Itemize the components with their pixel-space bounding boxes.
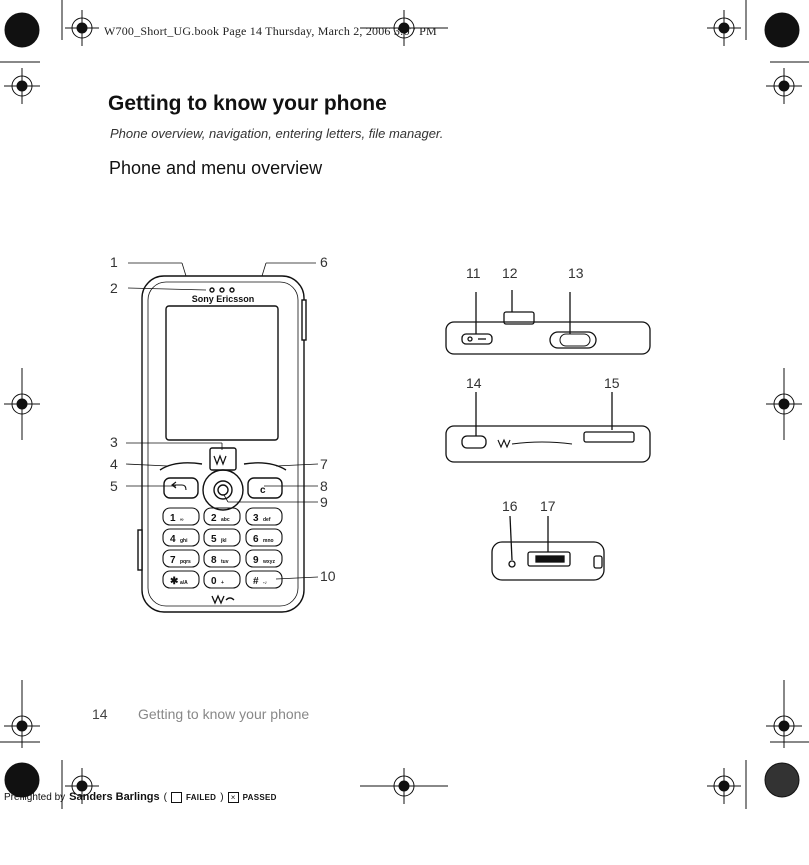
svg-text:def: def (263, 517, 271, 523)
svg-text:+: + (221, 580, 224, 586)
callout-15: 15 (604, 375, 620, 391)
callout-5: 5 (110, 478, 118, 494)
callout-13: 13 (568, 265, 584, 281)
callout-7: 7 (320, 456, 328, 472)
callout-17: 17 (540, 498, 556, 514)
svg-text:wxyz: wxyz (262, 559, 275, 565)
preflight-close-paren: ) (220, 791, 224, 803)
svg-text:abc: abc (221, 517, 230, 523)
svg-text:6: 6 (253, 534, 259, 545)
callout-8: 8 (320, 478, 328, 494)
svg-text:pqrs: pqrs (180, 559, 191, 565)
svg-text:c: c (260, 485, 266, 496)
registration-crosshair-icon (65, 10, 99, 46)
page-title: Getting to know your phone (108, 92, 387, 115)
phone-brand-label: Sony Ericsson (192, 294, 255, 304)
callout-12: 12 (502, 265, 518, 281)
callout-16: 16 (502, 498, 518, 514)
footer-page-number: 14 (92, 706, 108, 722)
svg-text:jkl: jkl (220, 538, 227, 544)
callout-2: 2 (110, 280, 118, 296)
preflight-company: Sanders Barlings (69, 791, 160, 803)
registration-disc-icon (764, 12, 800, 48)
svg-text:#: # (253, 576, 259, 587)
callout-11: 11 (466, 265, 481, 281)
svg-text:tuv: tuv (221, 559, 229, 565)
svg-text:ghi: ghi (180, 538, 188, 544)
callout-14: 14 (466, 375, 482, 391)
book-header-line: W700_Short_UG.book Page 14 Thursday, Mar… (104, 24, 437, 38)
preflight-failed-label: FAILED (185, 792, 217, 802)
callout-4: 4 (110, 456, 118, 472)
preflight-stamp: Preflighted by Sanders Barlings ( FAILED… (4, 791, 277, 803)
svg-text:0: 0 (211, 576, 217, 587)
footer-running-title: Getting to know your phone (138, 706, 310, 722)
section-heading: Phone and menu overview (109, 158, 323, 178)
callout-1: 1 (110, 254, 118, 270)
svg-text:mno: mno (263, 538, 274, 544)
callout-10: 10 (320, 568, 336, 584)
registration-crosshair-icon (707, 10, 741, 46)
passed-checkbox-icon: × (227, 791, 239, 803)
failed-checkbox-icon (170, 791, 182, 803)
preflight-passed-label: PASSED (242, 792, 277, 802)
svg-text:-♪: -♪ (263, 580, 268, 586)
svg-text:2: 2 (211, 513, 217, 524)
callout-9: 9 (320, 494, 328, 510)
page-subtitle: Phone overview, navigation, entering let… (110, 126, 444, 141)
svg-text:1: 1 (170, 513, 176, 524)
svg-text:4: 4 (170, 534, 176, 545)
svg-text:9: 9 (253, 555, 259, 566)
callout-3: 3 (110, 434, 118, 450)
svg-text:∞: ∞ (180, 517, 184, 523)
registration-disc-icon (4, 12, 40, 48)
svg-text:✱: ✱ (170, 576, 179, 587)
preflight-label: Preflighted by (4, 791, 66, 803)
preflight-open-paren: ( (163, 791, 167, 803)
svg-text:8: 8 (211, 555, 217, 566)
svg-text:3: 3 (253, 513, 259, 524)
callout-6: 6 (320, 254, 328, 270)
svg-text:a/A: a/A (180, 580, 188, 586)
svg-text:5: 5 (211, 534, 217, 545)
svg-text:7: 7 (170, 555, 176, 566)
